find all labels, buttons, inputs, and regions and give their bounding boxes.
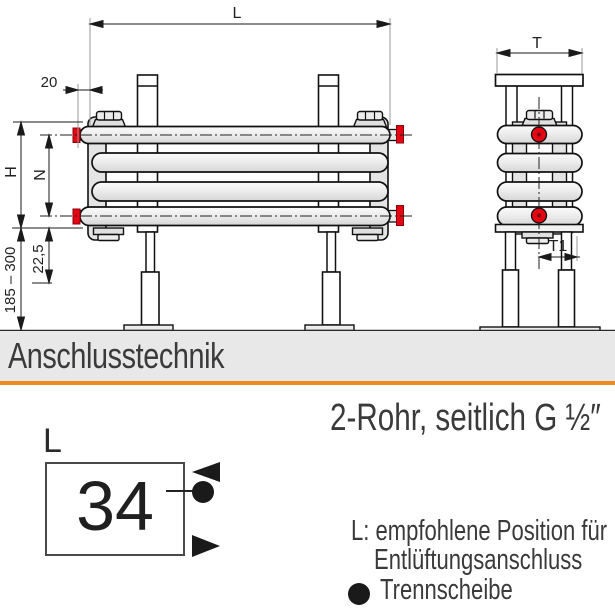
flow-arrow-out-icon xyxy=(192,535,220,557)
arrow-T1-left xyxy=(537,252,552,262)
arrow-T-left xyxy=(495,48,511,58)
arrow-legs-top xyxy=(16,226,26,242)
side-tube-3 xyxy=(496,181,583,202)
technical-drawing: L 20 H N 22,5 185 – 300 T T1 xyxy=(0,5,615,333)
dim-label-T: T xyxy=(532,35,542,52)
side-collector-rear xyxy=(551,121,568,235)
arrow-N-top xyxy=(44,133,54,149)
side-leg-right-outer xyxy=(557,269,576,328)
side-board xyxy=(494,73,584,87)
dim-label-20: 20 xyxy=(41,74,58,91)
separation-disc-legend-icon xyxy=(348,583,370,605)
dim-label-N: N xyxy=(32,169,49,181)
connection-type-heading: 2-Rohr, seitlich G ½″ xyxy=(330,397,601,439)
arrow-N-bottom xyxy=(44,202,54,218)
arrow-T1-right xyxy=(564,252,579,262)
front-vent-left xyxy=(91,110,127,128)
legend-vent-line2: Entlüftungsanschluss xyxy=(374,544,583,576)
arrow-20-left xyxy=(65,85,80,95)
callout-line xyxy=(166,490,194,492)
front-leg-left-foot xyxy=(123,324,174,332)
side-collector-front xyxy=(511,121,528,235)
arrow-T-right xyxy=(568,48,584,58)
section-title: Anschlusstechnik xyxy=(8,335,225,376)
front-view xyxy=(40,74,415,332)
side-connection-bottom-dot xyxy=(537,213,541,218)
side-drain xyxy=(521,231,554,245)
legend-disc-label: Trennscheibe xyxy=(380,574,513,606)
connection-code-box: 34 xyxy=(45,462,185,556)
arrow-H-bottom xyxy=(16,214,26,230)
side-tube-2 xyxy=(496,152,583,173)
front-leg-left-outer xyxy=(140,271,160,326)
front-leg-right-stem xyxy=(326,231,337,273)
arrow-L-right xyxy=(376,19,392,29)
tube-2 xyxy=(91,152,389,173)
arrow-22-5-bottom xyxy=(44,269,54,285)
side-connection-top-dot xyxy=(537,132,541,137)
side-leg-left-stem xyxy=(504,231,517,271)
dimension-lines xyxy=(12,18,584,332)
arrow-H-top xyxy=(16,120,26,136)
arrow-20-right xyxy=(88,85,103,95)
flow-arrow-in-icon xyxy=(192,462,220,482)
front-leg-right-outer xyxy=(321,271,341,326)
side-view xyxy=(479,73,601,333)
arrow-legs-bottom xyxy=(16,316,26,332)
dim-label-T1: T1 xyxy=(549,238,568,255)
tube-3 xyxy=(91,181,389,202)
legend-vent-line1: L: empfohlene Position für xyxy=(351,515,608,547)
connection-cap-top-right xyxy=(396,125,404,144)
front-vent-right xyxy=(352,110,388,128)
front-drain-left xyxy=(92,227,125,242)
section-header-band: Anschlusstechnik xyxy=(0,331,615,385)
front-drain-right xyxy=(351,227,384,242)
card-position-label: L xyxy=(43,422,62,460)
arrow-L-left xyxy=(88,19,104,29)
front-leg-right-foot xyxy=(304,324,355,332)
dim-label-22-5: 22,5 xyxy=(30,244,47,273)
connection-code-value: 34 xyxy=(76,467,154,545)
dim-label-L: L xyxy=(233,5,242,22)
side-leg-left-outer xyxy=(501,269,520,328)
front-leg-left-stem xyxy=(145,231,156,273)
separation-disc-icon xyxy=(192,481,214,503)
dim-label-leg-range: 185 – 300 xyxy=(2,247,19,314)
dim-label-H: H xyxy=(3,166,20,178)
arrow-22-5-top xyxy=(44,226,54,242)
